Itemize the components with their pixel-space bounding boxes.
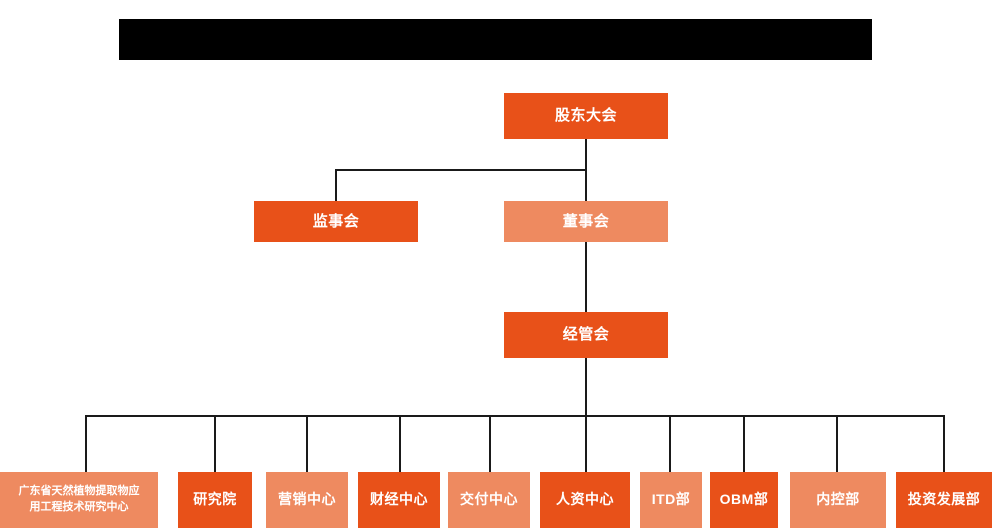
connector-drop-research-center (85, 415, 87, 472)
node-research-institute[interactable]: 研究院 (178, 472, 252, 528)
node-finance-center-label: 财经中心 (370, 491, 428, 508)
node-itd-dept[interactable]: ITD部 (640, 472, 702, 528)
node-research-center[interactable]: 广东省天然植物提取物应 用工程技术研究中心 (0, 472, 158, 528)
node-directors[interactable]: 董事会 (504, 201, 668, 242)
connector-drop-marketing-center (306, 415, 308, 472)
node-hr-center-label: 人资中心 (556, 491, 614, 508)
node-delivery-center[interactable]: 交付中心 (448, 472, 530, 528)
node-internal-control-dept[interactable]: 内控部 (790, 472, 886, 528)
node-research-center-label: 广东省天然植物提取物应 用工程技术研究中心 (15, 484, 144, 516)
connector-directors-management (585, 242, 587, 312)
connector-drop-internal-control-dept (836, 415, 838, 472)
node-itd-dept-label: ITD部 (651, 491, 691, 508)
node-research-center-label-line1: 广东省天然植物提取物应 (18, 485, 140, 498)
node-research-institute-label: 研究院 (193, 491, 237, 508)
node-delivery-center-label: 交付中心 (460, 491, 518, 508)
node-shareholders[interactable]: 股东大会 (504, 93, 668, 139)
node-investment-dev-dept-label: 投资发展部 (907, 491, 981, 508)
node-management[interactable]: 经管会 (504, 312, 668, 358)
connector-drop-obm-dept (743, 415, 745, 472)
connector-drop-hr-center (585, 415, 587, 472)
node-finance-center[interactable]: 财经中心 (358, 472, 440, 528)
node-marketing-center[interactable]: 营销中心 (266, 472, 348, 528)
node-supervisors-label: 监事会 (312, 212, 360, 230)
connector-drop-itd-dept (669, 415, 671, 472)
title-banner-redacted (119, 19, 872, 60)
connector-drop-supervisors (335, 169, 337, 201)
node-supervisors[interactable]: 监事会 (254, 201, 418, 242)
node-hr-center[interactable]: 人资中心 (540, 472, 630, 528)
connector-drop-investment-dev-dept (943, 415, 945, 472)
node-investment-dev-dept[interactable]: 投资发展部 (896, 472, 992, 528)
node-obm-dept-label: OBM部 (719, 491, 769, 508)
connector-drop-delivery-center (489, 415, 491, 472)
node-internal-control-dept-label: 内控部 (816, 491, 860, 508)
node-directors-label: 董事会 (562, 212, 610, 230)
connector-drop-finance-center (399, 415, 401, 472)
connector-drop-directors (585, 169, 587, 201)
connector-drop-research-institute (214, 415, 216, 472)
node-shareholders-label: 股东大会 (554, 107, 617, 125)
connector-bus-level2 (335, 169, 587, 171)
node-research-center-label-line2: 用工程技术研究中心 (29, 501, 129, 513)
connector-bus-level4 (85, 415, 945, 417)
node-management-label: 经管会 (562, 326, 610, 344)
connector-management-down (585, 358, 587, 416)
node-marketing-center-label: 营销中心 (278, 491, 336, 508)
node-obm-dept[interactable]: OBM部 (710, 472, 778, 528)
connector-shareholders-down (585, 139, 587, 170)
